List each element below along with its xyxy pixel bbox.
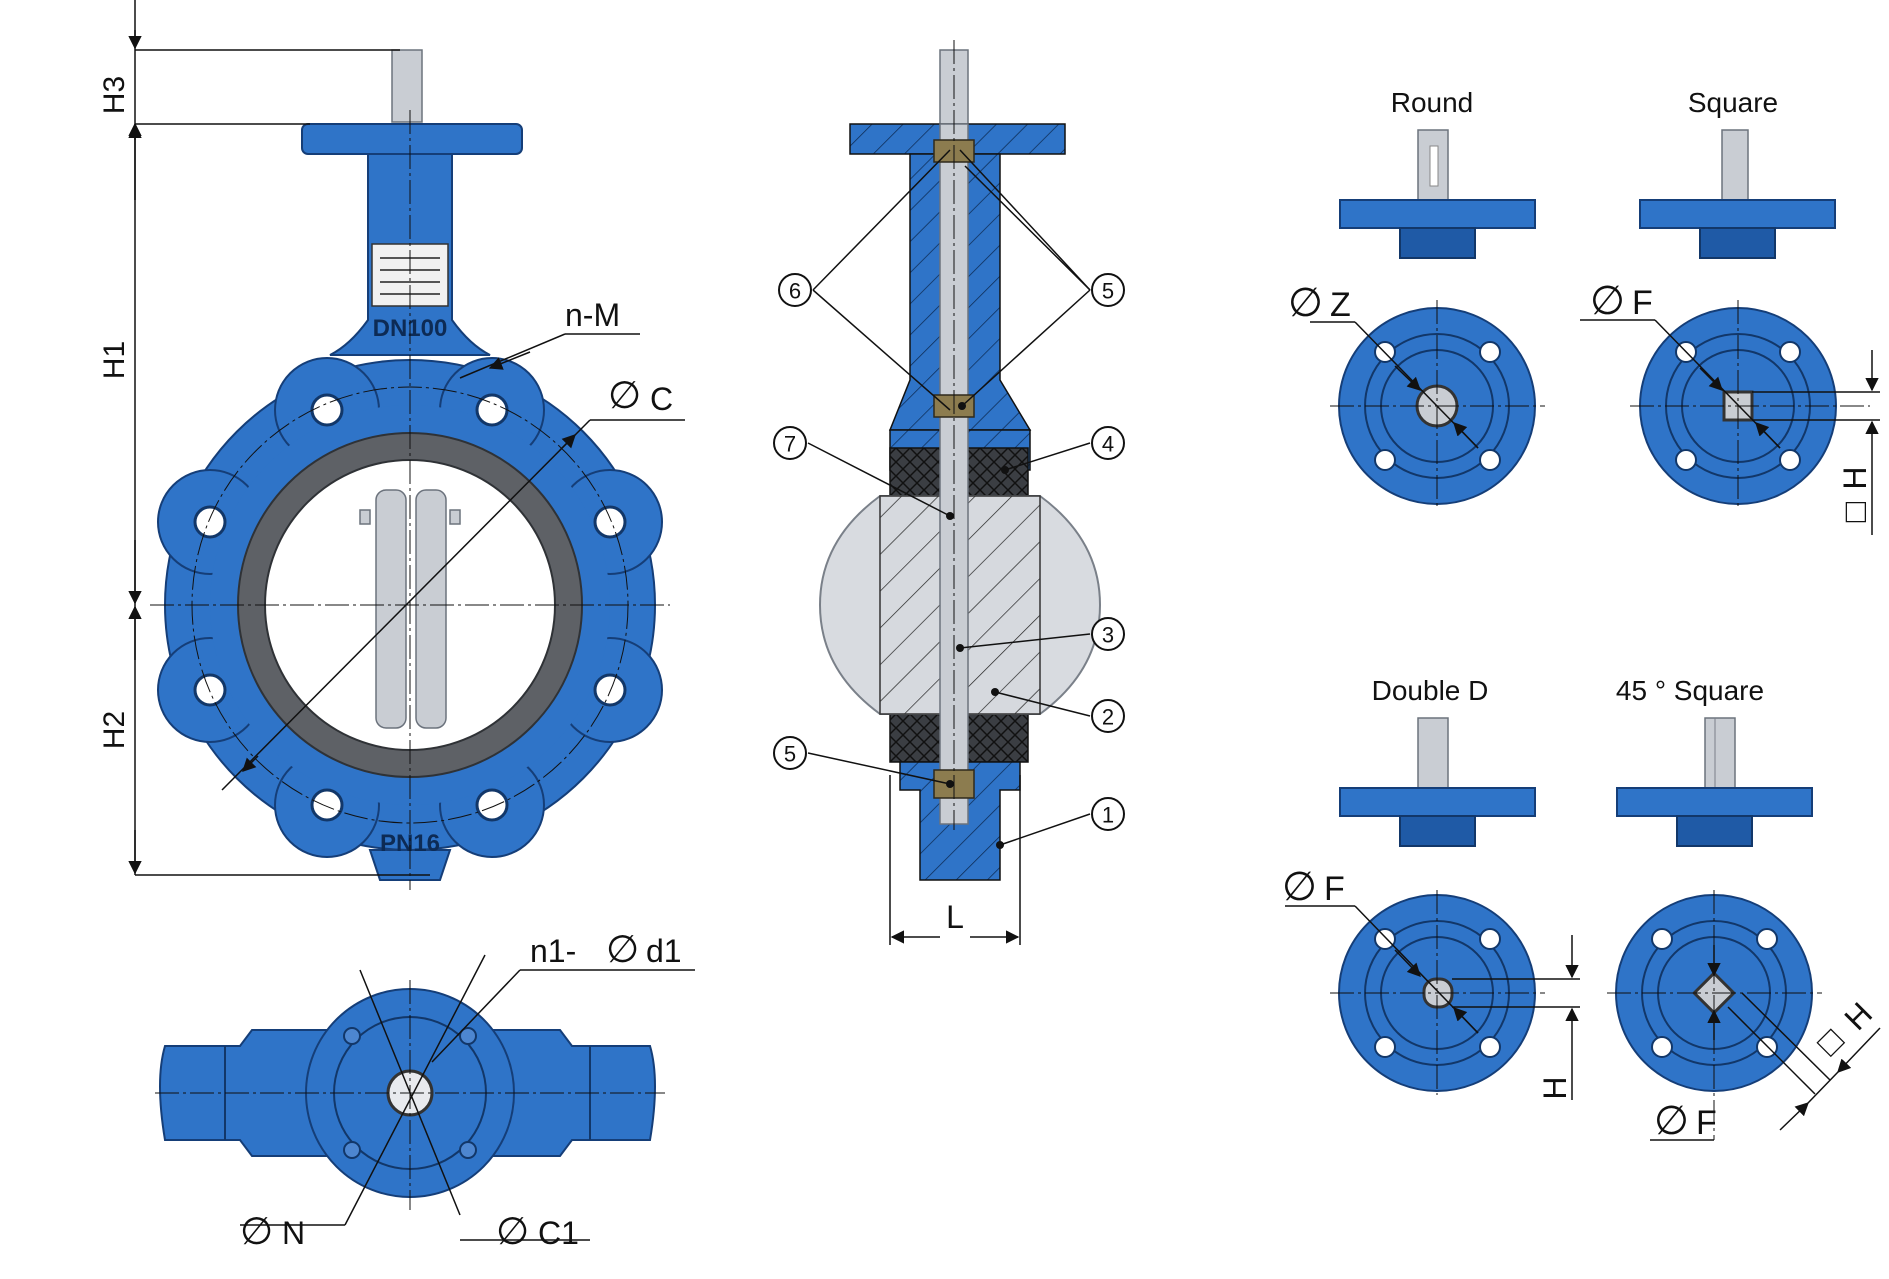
top-view: n1- ∅ d1 ∅ N ∅ C1 bbox=[155, 929, 695, 1253]
d1-label: d1 bbox=[646, 933, 682, 969]
bolt-circle bbox=[191, 386, 629, 824]
c-label: C bbox=[650, 381, 673, 417]
round-title: Round bbox=[1391, 87, 1474, 118]
h2-label: H2 bbox=[98, 711, 131, 749]
nm-label: n-M bbox=[565, 297, 620, 333]
h1-label: H1 bbox=[98, 341, 131, 379]
z-diameter-symbol: ∅ bbox=[1288, 281, 1323, 325]
f-diameter-symbol-doubled: ∅ bbox=[1282, 865, 1317, 909]
f-diameter-symbol-square: ∅ bbox=[1590, 279, 1625, 323]
svg-text:4: 4 bbox=[1102, 432, 1114, 457]
f-label-doubled: F bbox=[1324, 870, 1345, 908]
n1-label: n1- bbox=[530, 933, 576, 969]
c1-label: C1 bbox=[538, 1215, 579, 1251]
f-label-45: F bbox=[1696, 1104, 1717, 1142]
callout-2: 2 bbox=[1091, 699, 1125, 733]
callout-7: 7 bbox=[773, 426, 807, 460]
f-label-square: F bbox=[1632, 284, 1653, 322]
svg-text:2: 2 bbox=[1102, 705, 1114, 730]
square-title: Square bbox=[1688, 87, 1778, 118]
top-flange bbox=[301, 123, 523, 155]
c-diameter-symbol: ∅ bbox=[608, 375, 641, 417]
h3-label: H3 bbox=[98, 76, 131, 114]
stem-top bbox=[391, 49, 423, 123]
h-square-symbol-45: □ bbox=[1810, 1021, 1852, 1063]
front-view: DN100 PN16 H3 H1 H2 n-M ∅ C bbox=[98, 0, 685, 890]
bolt-holes bbox=[193, 393, 627, 822]
svg-text:3: 3 bbox=[1102, 623, 1114, 648]
h-square-symbol-square: □ bbox=[1836, 501, 1874, 522]
callout-4: 4 bbox=[1091, 426, 1125, 460]
c1-leader bbox=[344, 954, 486, 1226]
square-detail: Square ∅ F □ H bbox=[1580, 87, 1880, 535]
svg-text:1: 1 bbox=[1102, 803, 1114, 828]
callout-5-top: 5 bbox=[1091, 273, 1125, 307]
callout-6: 6 bbox=[778, 273, 812, 307]
z-label: Z bbox=[1330, 286, 1351, 324]
svg-text:5: 5 bbox=[1102, 279, 1114, 304]
n-diameter-symbol: ∅ bbox=[240, 1211, 273, 1253]
callout-1: 1 bbox=[1091, 797, 1125, 831]
d1-diameter-symbol: ∅ bbox=[606, 929, 639, 971]
callout-5-bottom: 5 bbox=[773, 736, 807, 770]
h-label-doubled: H bbox=[1537, 1076, 1573, 1099]
svg-text:6: 6 bbox=[789, 279, 801, 304]
h-label-45: H bbox=[1837, 995, 1879, 1037]
callout-3: 3 bbox=[1091, 617, 1125, 651]
f-diameter-symbol-45: ∅ bbox=[1654, 1099, 1689, 1143]
n-leader bbox=[359, 969, 461, 1216]
disc-edge-left bbox=[375, 489, 407, 729]
n-label: N bbox=[282, 1215, 305, 1251]
round-detail: Round ∅ Z bbox=[1288, 87, 1545, 510]
svg-text:7: 7 bbox=[784, 432, 796, 457]
svg-text:5: 5 bbox=[784, 742, 796, 767]
c1-diameter-symbol: ∅ bbox=[496, 1211, 529, 1253]
disc-edge-right bbox=[415, 489, 447, 729]
double-d-title: Double D bbox=[1372, 675, 1489, 706]
section-view: L 6 5 7 4 3 2 5 1 bbox=[773, 40, 1125, 945]
l-label: L bbox=[946, 899, 964, 935]
h-label-square: H bbox=[1837, 466, 1873, 489]
square45-title: 45 ° Square bbox=[1616, 675, 1764, 706]
square45-detail: 45 ° Square ∅ F □ H bbox=[1607, 675, 1881, 1143]
double-d-detail: Double D ∅ F H bbox=[1282, 675, 1580, 1100]
